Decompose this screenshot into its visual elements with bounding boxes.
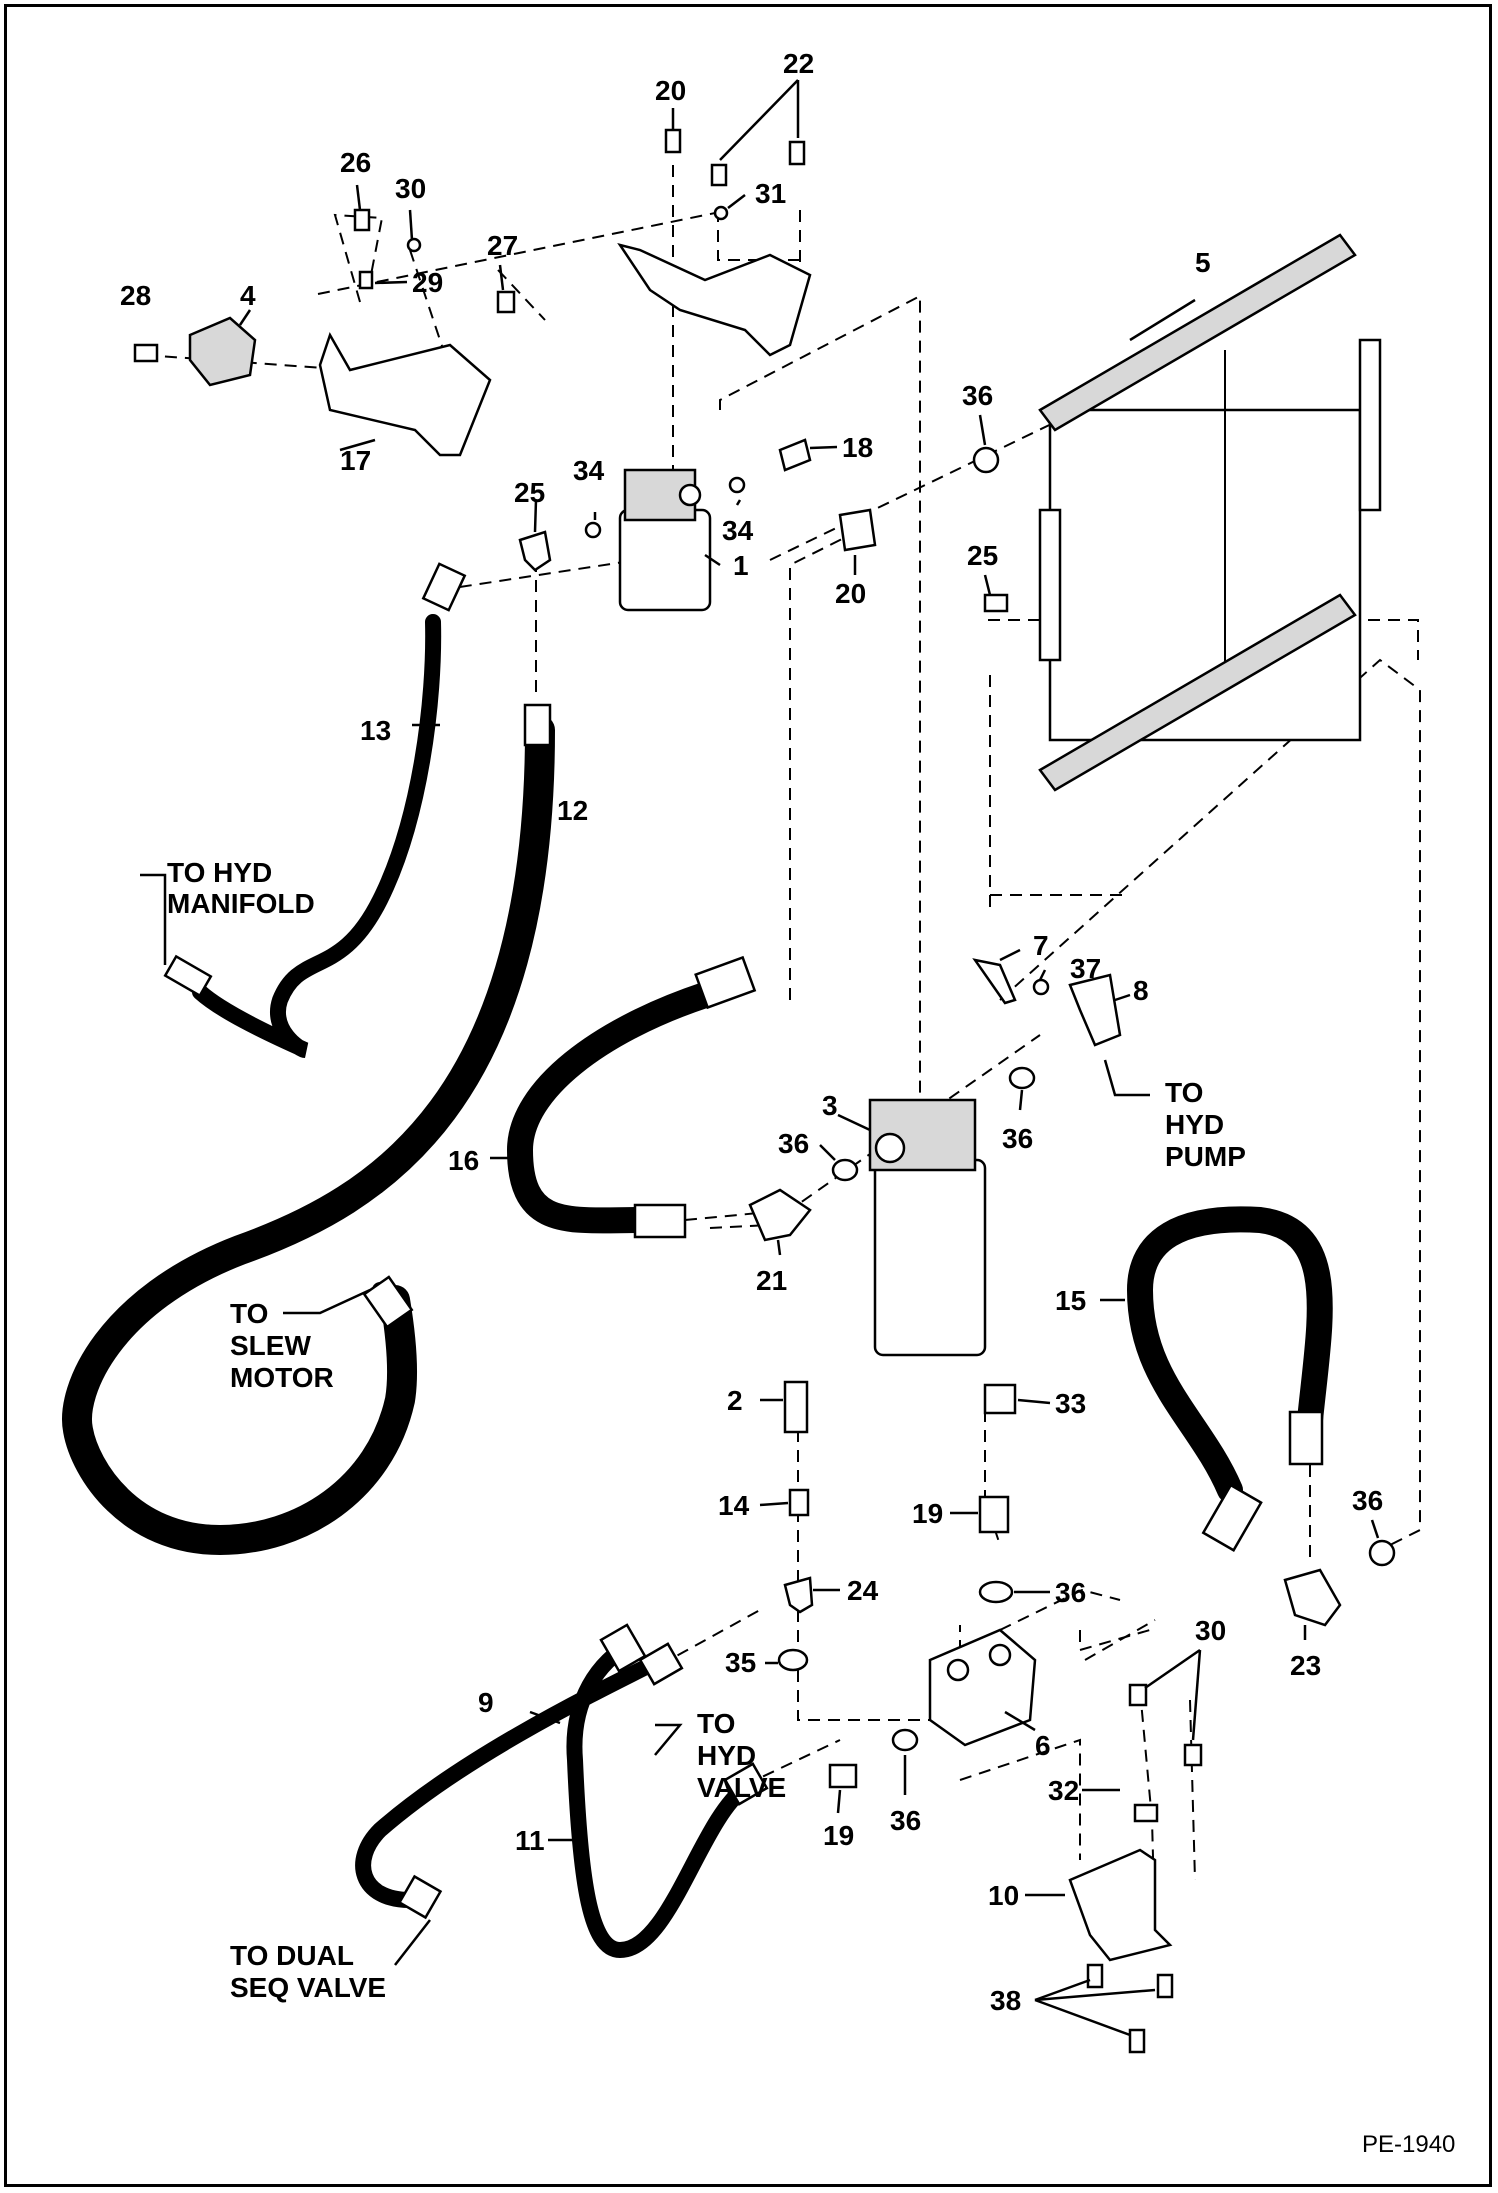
callout-14: 14 [718,1490,750,1521]
note-slew-motor-line1: TO [230,1298,268,1329]
callout-11: 11 [515,1825,545,1856]
callout-7: 7 [1033,930,1049,961]
callout-2: 2 [727,1385,743,1416]
callout-5: 5 [1195,247,1211,278]
callout-21: 23 [1290,1650,1321,1681]
callout-22: 21 [756,1265,787,1296]
callout-33: 33 [1055,1388,1086,1419]
callouts: 20 22 31 26 30 27 29 28 4 5 36 18 34 25 … [120,48,1383,2016]
callout-34a: 34 [573,455,605,486]
callout-32b: 30 [395,173,426,204]
callout-15: 15 [1055,1285,1086,1316]
components [133,128,1396,2054]
note-hyd-pump-line2: HYD [1165,1109,1224,1140]
callout-20b: 19 [912,1498,943,1529]
callout-6: 6 [1035,1730,1051,1761]
callout-17: 17 [340,445,371,476]
callout-26: 26 [340,147,371,178]
callout-19: 19 [823,1820,854,1851]
callout-37: 37 [1070,953,1101,984]
callout-28: 28 [120,280,151,311]
callout-34b: 34 [722,515,754,546]
callout-8: 8 [1133,975,1149,1006]
note-slew-motor-line3: MOTOR [230,1362,334,1393]
callout-25b: 24 [847,1575,879,1606]
note-hyd-manifold-line2: MANIFOLD [167,888,315,919]
note-slew-motor-line2: SLEW [230,1330,311,1361]
note-dual-seq-valve-line1: TO DUAL [230,1940,354,1971]
callout-36e: 36 [1055,1577,1086,1608]
callout-24: 22 [783,48,814,79]
callout-36c: 36 [1002,1123,1033,1154]
filter-1 [618,468,712,612]
callout-1: 1 [733,550,749,581]
callout-20a: 20 [835,578,866,609]
callout-36b: 36 [778,1128,809,1159]
filter-3 [868,1098,987,1357]
callout-4: 4 [240,280,256,311]
callout-27: 27 [487,230,518,261]
callout-3: 3 [822,1090,838,1121]
callout-23: 20 [655,75,686,106]
callout-12: 12 [557,795,588,826]
callout-13: 13 [360,715,391,746]
note-dual-seq-valve-line2: SEQ VALVE [230,1972,386,2003]
note-hyd-valve-line2: HYD [697,1740,756,1771]
destination-notes: TO HYD MANIFOLD TO SLEW MOTOR TO HYD PUM… [167,857,1246,2003]
note-hyd-valve-line1: TO [697,1708,735,1739]
callout-30: 32 [1048,1775,1079,1806]
callout-10: 10 [988,1880,1019,1911]
callout-38: 38 [990,1985,1021,2016]
note-hyd-manifold-line1: TO HYD [167,857,272,888]
callout-32: 31 [755,178,786,209]
callout-18: 18 [842,432,873,463]
callout-31: 29 [412,267,443,298]
note-hyd-pump-line1: TO [1165,1077,1203,1108]
note-hyd-valve-line3: VALVE [697,1772,786,1803]
reference-code: PE-1940 [1362,2131,1455,2158]
callout-25a: 25 [514,477,545,508]
callout-31b: 30 [1195,1615,1226,1646]
callout-35: 36 [890,1805,921,1836]
note-hyd-pump-line3: PUMP [1165,1141,1246,1172]
callout-36d: 36 [1352,1485,1383,1516]
hoses [62,614,1333,1959]
callout-16: 16 [448,1145,479,1176]
callout-29: 25 [967,540,998,571]
callout-9: 9 [478,1687,494,1718]
leader-lines [140,79,1380,2037]
callout-34c: 35 [725,1647,756,1678]
callout-36a: 36 [962,380,993,411]
oil-cooler [1038,233,1382,792]
